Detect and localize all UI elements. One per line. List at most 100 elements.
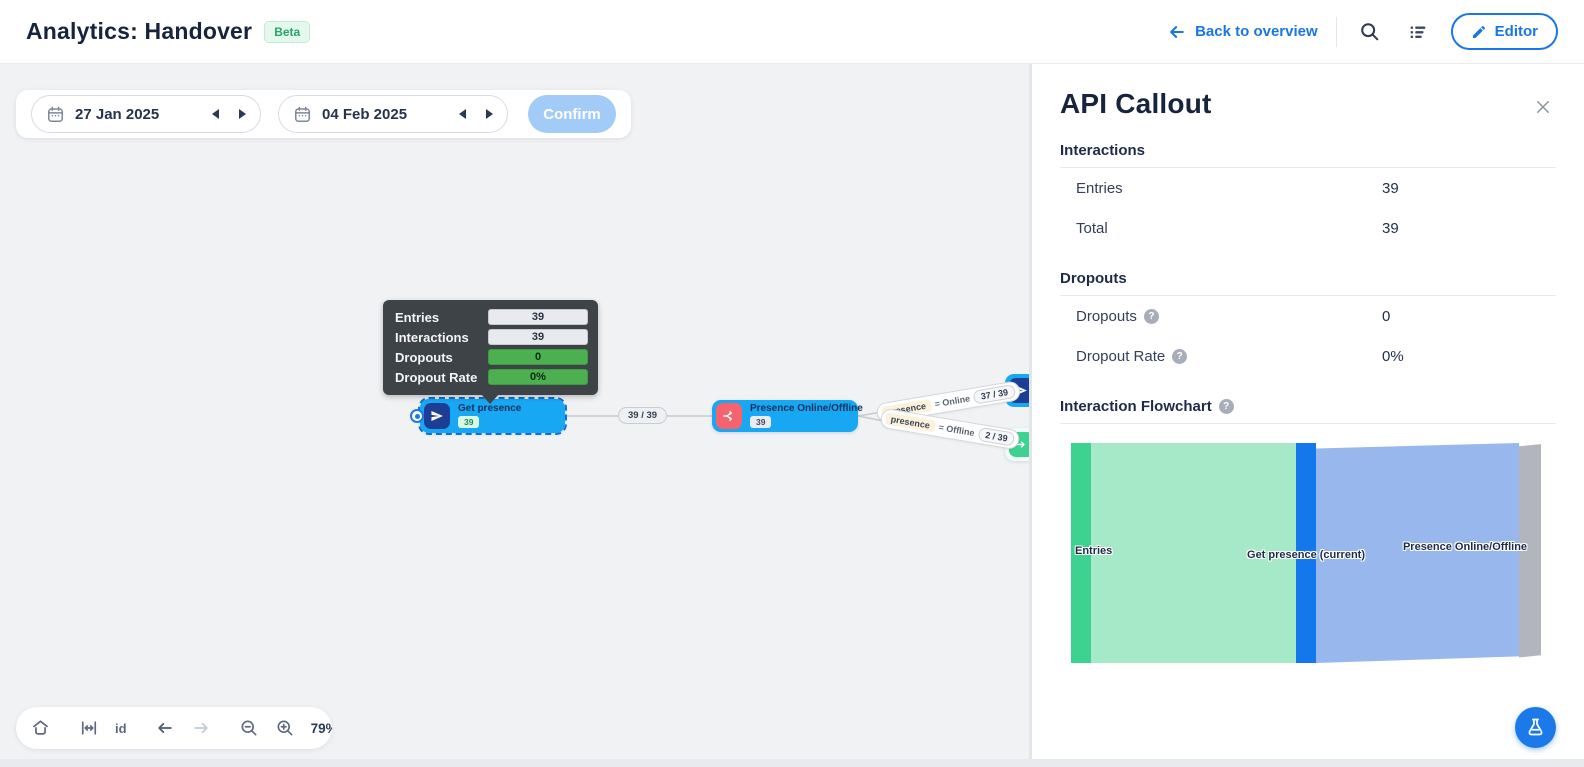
home-view-button[interactable] (24, 714, 57, 743)
stat-row-entries: Entries 39 (1060, 168, 1556, 208)
tooltip-value: 39 (488, 329, 588, 345)
sankey-node-presence-online-offline (1519, 444, 1541, 658)
tooltip-value: 0% (488, 369, 588, 385)
node-count-badge: 39 (750, 416, 772, 428)
tooltip-label: Dropout Rate (395, 369, 478, 385)
api-callout-panel: API Callout Interactions Entries 39 Tota… (1029, 64, 1584, 767)
flowchart-title-label: Interaction Flowchart (1060, 398, 1212, 415)
section-interactions-title: Interactions (1060, 142, 1556, 168)
stat-row-dropout-rate: Dropout Rate 0% (1060, 336, 1556, 376)
tooltip-label: Interactions (395, 329, 469, 345)
stat-value: 0 (1382, 307, 1391, 325)
redo-button[interactable] (185, 714, 217, 742)
condition-branch-icon (716, 403, 742, 429)
sankey-label-get-presence: Get presence (current) (1247, 549, 1365, 561)
edge-ratio: 37 / 39 (972, 383, 1017, 405)
node-input-connector[interactable] (410, 409, 424, 423)
sankey-node-entries (1071, 443, 1091, 663)
sankey-link-entries-getpresence (1091, 443, 1296, 663)
stat-label: Dropout Rate (1076, 347, 1166, 365)
close-icon (1534, 98, 1552, 116)
help-icon[interactable] (1172, 348, 1188, 364)
end-date-prev-button[interactable] (459, 109, 466, 119)
toggle-node-ids-button[interactable]: id (109, 717, 133, 740)
stat-value: 39 (1382, 179, 1399, 197)
flask-icon (1525, 717, 1546, 738)
stat-row-total: Total 39 (1060, 208, 1556, 248)
start-date-next-button[interactable] (239, 109, 246, 119)
sankey-node-get-presence (1296, 443, 1316, 663)
interaction-flowchart: Entries Get presence (current) Presence … (1071, 443, 1541, 663)
home-icon (30, 718, 51, 739)
canvas-toolbar: id (16, 707, 332, 749)
tooltip-row: Entries 39 (395, 309, 588, 325)
zoom-in-button[interactable] (269, 714, 301, 742)
calendar-icon (293, 105, 312, 124)
app-header: Analytics: Handover Beta Back to overvie… (0, 0, 1584, 64)
node-label: Get presence (458, 403, 522, 414)
zoom-out-icon (239, 718, 259, 738)
tooltip-row: Dropouts 0 (395, 349, 588, 365)
start-date-input[interactable]: 27 Jan 2025 (31, 95, 261, 133)
node-stats-tooltip: Entries 39 Interactions 39 Dropouts 0 Dr… (383, 300, 598, 404)
sankey-label-entries: Entries (1075, 545, 1113, 557)
stat-value: 39 (1382, 219, 1399, 237)
edge-ratio-pill: 39 / 39 (618, 407, 668, 424)
back-link-label: Back to overview (1195, 23, 1318, 40)
node-get-presence[interactable]: Get presence 39 (418, 397, 567, 435)
arrow-left-icon (1167, 22, 1187, 42)
fit-width-button[interactable] (73, 714, 105, 742)
pencil-icon (1471, 24, 1487, 40)
stat-label: Dropouts (1076, 307, 1137, 325)
calendar-icon (46, 105, 65, 124)
tooltip-row: Dropout Rate 0% (395, 369, 588, 385)
zoom-in-icon (275, 718, 295, 738)
end-date-next-button[interactable] (486, 109, 493, 119)
stat-label: Total (1076, 219, 1108, 237)
edge-operator: = Online (933, 393, 971, 410)
node-label: Presence Online/Offline (750, 403, 863, 414)
editor-button[interactable]: Editor (1450, 13, 1558, 50)
list-icon (1407, 21, 1429, 43)
page-title: Analytics: Handover (26, 18, 253, 44)
tooltip-label: Dropouts (395, 349, 453, 365)
confirm-button[interactable]: Confirm (528, 95, 616, 133)
tooltip-label: Entries (395, 309, 440, 325)
zoom-out-button[interactable] (233, 714, 265, 742)
help-icon[interactable] (1143, 308, 1159, 324)
search-icon (1359, 21, 1381, 43)
sankey-link-getpresence-presence (1316, 443, 1519, 663)
back-to-overview-link[interactable]: Back to overview (1167, 22, 1318, 42)
undo-arrow-icon (155, 718, 175, 738)
start-date-prev-button[interactable] (212, 109, 219, 119)
beta-badge: Beta (264, 20, 311, 43)
sankey-label-presence: Presence Online/Offline (1402, 541, 1528, 553)
start-date-value: 27 Jan 2025 (75, 105, 160, 123)
id-label: id (115, 720, 127, 736)
tooltip-row: Interactions 39 (395, 329, 588, 345)
node-presence-online-offline[interactable]: Presence Online/Offline 39 (712, 400, 863, 432)
edge-variable: presence (884, 412, 936, 433)
edge-ratio: 2 / 39 (977, 426, 1016, 447)
test-bot-fab[interactable] (1515, 707, 1556, 748)
list-view-button[interactable] (1403, 17, 1433, 47)
zoom-level-label: 79% (310, 720, 332, 736)
section-flowchart-title: Interaction Flowchart (1060, 398, 1556, 424)
date-filter-card: 27 Jan 2025 04 Feb 2025 Confirm (16, 90, 631, 138)
stat-label: Entries (1076, 179, 1123, 197)
node-count-badge: 39 (458, 416, 480, 428)
horizontal-scrollbar-track[interactable] (0, 759, 1584, 767)
section-dropouts-title: Dropouts (1060, 270, 1556, 296)
close-panel-button[interactable] (1530, 94, 1556, 120)
end-date-input[interactable]: 04 Feb 2025 (278, 95, 508, 133)
search-button[interactable] (1355, 17, 1385, 47)
webhook-send-icon (424, 403, 450, 429)
undo-button[interactable] (149, 714, 181, 742)
flow-canvas[interactable]: 27 Jan 2025 04 Feb 2025 Confirm Entries … (0, 64, 1029, 767)
help-icon[interactable] (1218, 399, 1234, 414)
panel-title: API Callout (1060, 88, 1212, 119)
stat-row-dropouts: Dropouts 0 (1060, 296, 1556, 336)
editor-button-label: Editor (1494, 23, 1538, 40)
tooltip-value: 39 (488, 309, 588, 325)
tooltip-value: 0 (488, 349, 588, 365)
